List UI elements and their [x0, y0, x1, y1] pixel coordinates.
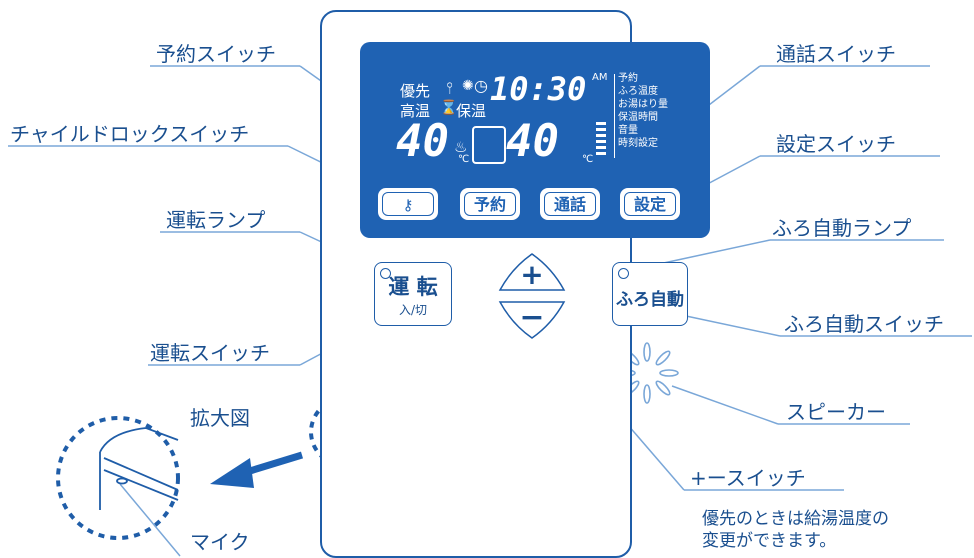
lcd-keep-warm: 保温 — [456, 102, 487, 120]
magnified-edge — [99, 427, 179, 510]
lcd-menu-item: お湯はり量 — [618, 99, 668, 110]
run-switch[interactable]: 運 転 入/切 — [374, 262, 452, 326]
lcd-celsius-right: ℃ — [582, 154, 594, 165]
lightbulb-icon: ✺ — [462, 78, 474, 94]
child-lock-button[interactable]: ⚷ — [378, 188, 438, 220]
level-bar-icon — [596, 122, 606, 158]
lcd-time: 10:30 — [490, 70, 587, 108]
leader-speaker — [671, 385, 779, 425]
bath-cycle-icon — [472, 126, 506, 164]
timer-icon: ⌛ — [440, 100, 458, 116]
setting-button-label: 設定 — [624, 192, 676, 216]
lcd-priority: 優先 — [400, 82, 431, 100]
key-icon: ⚷ — [382, 192, 434, 216]
lcd-high-temp: 高温 — [400, 102, 431, 120]
label-operation-lamp: 運転ランプ — [166, 208, 266, 232]
label-reservation-switch: 予約スイッチ — [156, 42, 276, 66]
lcd-menu-item: ふろ温度 — [618, 86, 658, 97]
note-plus-minus-line1: 優先のときは給湯温度の — [702, 509, 889, 529]
run-switch-label: 運 転 — [388, 275, 438, 299]
lcd-divider — [614, 74, 615, 158]
minus-button[interactable]: − — [498, 300, 566, 340]
lcd-celsius-left: ℃ — [458, 154, 470, 165]
lcd-menu: 予約 ふろ温度 お湯はり量 保温時間 音量 時刻設定 — [618, 72, 668, 150]
detail-circle-large — [56, 416, 180, 540]
leader-microphone — [119, 483, 181, 557]
lcd-temp-right: 40 — [506, 116, 559, 167]
reserve-button[interactable]: 予約 — [460, 188, 520, 220]
lcd-menu-item: 予約 — [618, 73, 638, 84]
reserve-button-label: 予約 — [464, 192, 516, 216]
label-setting-switch: 設定スイッチ — [776, 132, 896, 156]
run-lamp — [380, 268, 391, 279]
label-operation-switch: 運転スイッチ — [150, 341, 270, 365]
run-switch-sublabel: 入/切 — [398, 303, 428, 317]
flame-icon: ♨ — [454, 138, 468, 156]
label-magnified: 拡大図 — [190, 406, 250, 430]
lcd-menu-item: 時刻設定 — [618, 138, 658, 149]
plus-button[interactable]: + — [498, 252, 566, 292]
clock-icon: ◷ — [474, 76, 488, 95]
call-button-label: 通話 — [544, 192, 596, 216]
call-button[interactable]: 通話 — [540, 188, 600, 220]
label-auto-bath-switch: ふろ自動スイッチ — [784, 312, 944, 336]
setting-button[interactable]: 設定 — [620, 188, 680, 220]
auto-bath-switch[interactable]: ふろ自動 — [612, 262, 688, 326]
label-auto-bath-lamp: ふろ自動ランプ — [772, 216, 912, 240]
leader-autoswitch — [685, 315, 781, 337]
auto-bath-switch-label: ふろ自動 — [616, 290, 684, 310]
label-microphone: マイク — [190, 530, 250, 554]
lcd-am: AM — [592, 72, 608, 83]
label-call-switch: 通話スイッチ — [776, 42, 896, 66]
lcd-menu-item: 保温時間 — [618, 112, 658, 123]
arrowhead — [210, 458, 254, 488]
label-plus-minus-switch: +ースイッチ — [690, 466, 806, 490]
thermometer-icon: ⫯ — [446, 78, 453, 97]
auto-bath-lamp — [618, 268, 629, 279]
mic-hole — [116, 477, 128, 485]
label-speaker: スピーカー — [786, 400, 886, 424]
lcd-menu-item: 音量 — [618, 125, 638, 136]
minus-icon: − — [519, 300, 545, 335]
plus-icon: + — [520, 258, 544, 291]
label-child-lock-switch: チャイルドロックスイッチ — [10, 122, 250, 146]
lcd-temp-left: 40 — [396, 116, 449, 167]
note-plus-minus-line2: 変更ができます。 — [702, 531, 837, 551]
